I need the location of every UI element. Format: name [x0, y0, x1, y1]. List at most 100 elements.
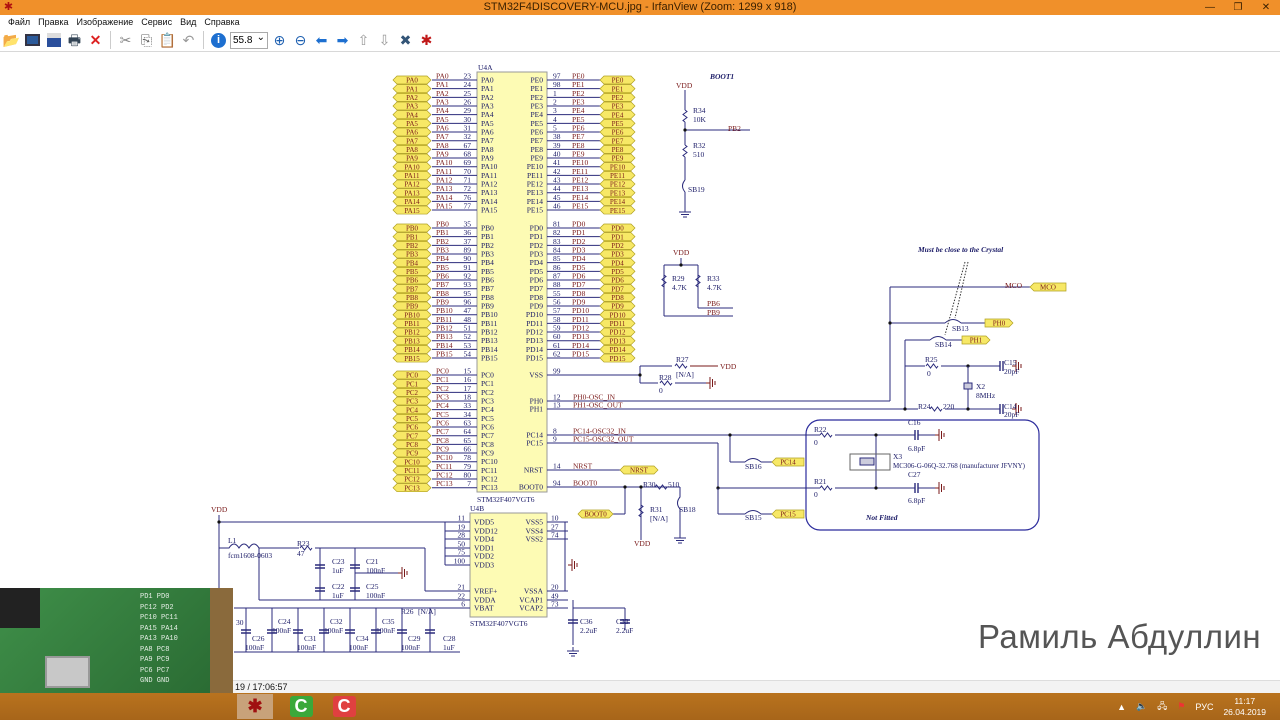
- pin-name: PA12: [481, 180, 498, 189]
- ground-symbol: [398, 567, 408, 579]
- zoom-select[interactable]: 55.8: [230, 30, 268, 49]
- net-flag-PE14: PE14: [599, 197, 636, 206]
- action-center-flag-icon[interactable]: ⚑: [1177, 701, 1186, 711]
- language-indicator[interactable]: РУС: [1195, 701, 1214, 712]
- zoom-out-icon[interactable]: ⊖: [294, 31, 307, 48]
- net-flag-PB5: PB5: [392, 267, 432, 276]
- net-label: PA14: [436, 193, 453, 202]
- menu-help[interactable]: Справка: [204, 17, 240, 27]
- net-label: PD15: [572, 350, 589, 359]
- pin-number: 71: [464, 176, 472, 185]
- taskbar: ✱ C C ▲ 🔈 🖧 ⚑ РУС 11:17 26.04.2019: [0, 693, 1280, 720]
- menu-edit[interactable]: Правка: [38, 17, 69, 27]
- irfanview-icon[interactable]: ✱: [420, 31, 433, 48]
- menu-view[interactable]: Вид: [180, 17, 197, 27]
- network-icon[interactable]: 🖧: [1157, 700, 1168, 711]
- r23-value: 47: [297, 549, 305, 558]
- pin-number: 37: [464, 237, 472, 246]
- show-hidden-icons-icon[interactable]: ▲: [1117, 701, 1127, 712]
- c32-value: 100nF: [324, 626, 343, 635]
- net-label: PA1: [436, 80, 449, 89]
- clock[interactable]: 11:17 26.04.2019: [1223, 696, 1266, 718]
- ground-symbol: [568, 559, 578, 571]
- save-icon[interactable]: [44, 31, 63, 50]
- cut-icon[interactable]: ✂: [119, 31, 132, 48]
- net-label: PD9: [572, 298, 586, 307]
- net-label: PD4: [572, 254, 586, 263]
- pin-number: 99: [553, 367, 561, 376]
- net-flag-PC6: PC6: [392, 422, 432, 432]
- net-flag-PA14: PA14: [392, 197, 432, 206]
- next-icon[interactable]: ➡: [336, 31, 349, 48]
- net-label: PA10: [436, 158, 453, 167]
- r34-resistor: [682, 109, 688, 123]
- menu-file[interactable]: Файл: [8, 17, 31, 27]
- print-icon[interactable]: 🖶: [67, 31, 82, 48]
- pin-number: 70: [464, 167, 472, 176]
- svg-text:PE3: PE3: [612, 103, 624, 111]
- page-up-icon[interactable]: ⇧: [357, 31, 370, 48]
- paste-icon[interactable]: 📋: [158, 31, 177, 48]
- page-down-icon[interactable]: ⇩: [378, 31, 391, 48]
- pin-number: 33: [464, 401, 472, 410]
- svg-text:PA6: PA6: [406, 129, 418, 137]
- open-icon[interactable]: 📂: [2, 31, 21, 48]
- close-button[interactable]: ✕: [1261, 2, 1271, 13]
- pin-name: PH1: [530, 405, 544, 414]
- sb16-label: SB16: [745, 462, 762, 471]
- pin-number: 39: [553, 141, 561, 150]
- pin-number: 20: [551, 583, 559, 592]
- previous-icon[interactable]: ⬅: [315, 31, 328, 48]
- pin-name: PE0: [530, 76, 543, 85]
- c31-value: 100nF: [297, 643, 316, 652]
- pin-name: PC3: [481, 397, 494, 406]
- slideshow-icon[interactable]: [23, 31, 42, 50]
- pin-number: 77: [464, 202, 472, 211]
- undo-icon[interactable]: ↶: [182, 31, 195, 48]
- net-label: PB0: [436, 220, 449, 229]
- pin-number: 62: [553, 350, 561, 359]
- c31-label: C31: [304, 634, 317, 643]
- net-label: PC9: [436, 445, 449, 454]
- green-c-app-icon[interactable]: C: [283, 694, 319, 719]
- pin-name: VDD12: [474, 527, 498, 536]
- net-flag-PB15: PB15: [392, 353, 432, 363]
- maximize-button[interactable]: ❐: [1233, 2, 1243, 13]
- irfanview-icon[interactable]: ✱: [237, 694, 273, 719]
- svg-text:PA9: PA9: [406, 155, 418, 163]
- info-icon[interactable]: i: [209, 31, 228, 50]
- pin-name: PA6: [481, 128, 494, 137]
- net-label: PA7: [436, 132, 449, 141]
- junction-dot: [728, 433, 732, 437]
- delete-icon[interactable]: ✕: [89, 31, 102, 48]
- sb14-label: SB14: [935, 340, 952, 349]
- c29-value: 100nF: [401, 643, 420, 652]
- pin-name: PD9: [530, 302, 544, 311]
- copy-icon[interactable]: ⎘: [140, 31, 153, 48]
- menu-options[interactable]: Сервис: [141, 17, 173, 27]
- menu-image[interactable]: Изображение: [76, 17, 134, 27]
- window-title: STM32F4DISCOVERY-MCU.jpg - IrfanView (Zo…: [483, 1, 797, 13]
- r27-resistor: [674, 363, 688, 369]
- net-flag-PB9: PB9: [392, 301, 432, 311]
- c35-value: 100nF: [376, 626, 395, 635]
- settings-icon[interactable]: ✖: [399, 31, 412, 48]
- net-label: PD11: [572, 315, 589, 324]
- pin-name: PA9: [481, 154, 494, 163]
- volume-icon[interactable]: 🔈: [1136, 701, 1148, 711]
- pin-name: VCAP1: [519, 596, 543, 605]
- net-flag-PE10: PE10: [599, 162, 636, 171]
- pin-name: PC1: [481, 379, 494, 388]
- zoom-in-icon[interactable]: ⊕: [273, 31, 286, 48]
- net-flag-PB3: PB3: [392, 249, 432, 259]
- red-c-app-icon[interactable]: C: [326, 694, 362, 719]
- capacitor-symbol: [425, 629, 435, 634]
- pin-name: PA14: [481, 197, 498, 206]
- sb16-solder-bridge: [744, 458, 762, 463]
- pin-number: 64: [464, 427, 472, 436]
- vdd-label: VDD: [720, 362, 737, 371]
- minimize-button[interactable]: —: [1205, 2, 1215, 13]
- capacitor-symbol: [397, 629, 407, 634]
- pin-name: PA11: [481, 171, 497, 180]
